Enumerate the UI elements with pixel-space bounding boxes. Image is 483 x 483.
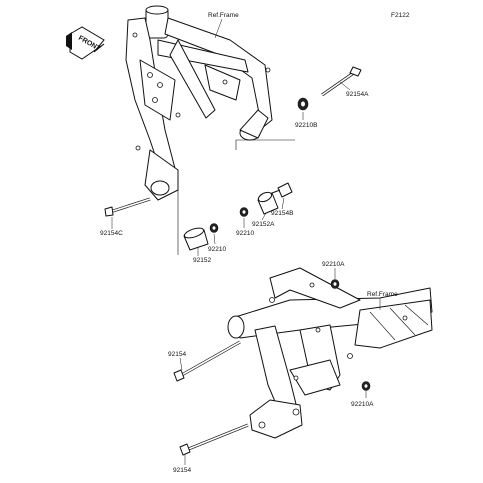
frame-hole — [293, 375, 299, 381]
label-92210b: 92210B — [295, 122, 317, 129]
frame-hole — [292, 408, 300, 416]
label-92154b: 92154B — [271, 210, 293, 217]
leader-line — [339, 81, 351, 91]
ref-frame-label-lower: Ref.Frame — [367, 291, 398, 298]
gusset-plate-right — [204, 64, 241, 101]
label-92210-b: 92210 — [208, 246, 226, 253]
bolt-92154c — [104, 197, 151, 217]
collar-92210a-top — [330, 279, 340, 289]
label-92152: 92152 — [193, 257, 211, 264]
frame-hole — [157, 82, 163, 88]
diagram-code: F2122 — [391, 12, 410, 19]
frame-hole — [269, 297, 275, 303]
frame-hole — [402, 315, 408, 321]
frame-hole — [222, 79, 228, 85]
label-92210a-top: 92210A — [322, 261, 345, 268]
upper-frame-assembly — [125, 5, 273, 201]
spacer-92152 — [183, 227, 209, 251]
leader-line — [261, 212, 267, 221]
collar-92210b — [297, 97, 309, 111]
label-92154-lower: 92154 — [173, 467, 191, 474]
frame-hole — [147, 72, 153, 78]
lower-mount-plate — [249, 399, 303, 439]
lower-frame-assembly — [227, 267, 433, 439]
label-92210-a: 92210 — [236, 230, 254, 237]
bolt-92154-lower — [179, 423, 249, 456]
label-92152a: 92152A — [252, 221, 275, 228]
front-arrow-icon: FRONT — [66, 26, 105, 60]
rail-end-cap — [227, 315, 245, 339]
spacer-92152a — [257, 191, 279, 215]
frame-hole — [175, 112, 181, 118]
frame-hole — [265, 67, 271, 73]
frame-hole — [135, 145, 141, 151]
mid-spar — [169, 39, 216, 119]
lower-mount-boss — [150, 180, 170, 196]
lattice-bracing — [369, 304, 429, 341]
right-mount-bracket — [239, 109, 269, 139]
ref-frame-label-upper: Ref.Frame — [208, 12, 239, 19]
middle-bracket — [289, 359, 341, 396]
label-92154-upper: 92154 — [168, 351, 186, 358]
label-92154a: 92154A — [346, 91, 369, 98]
label-92154c: 92154C — [100, 230, 123, 237]
bolt-92154b — [271, 182, 293, 198]
collar-92210a-bottom — [361, 381, 371, 391]
frame-hole — [132, 32, 138, 38]
frame-hole — [315, 327, 321, 333]
frame-hole — [347, 353, 353, 359]
frame-hole — [258, 421, 266, 429]
label-92210a-bottom: 92210A — [351, 401, 374, 408]
collar-92210-a — [239, 207, 249, 217]
upper-cradle — [269, 267, 361, 309]
reference-line — [235, 139, 295, 150]
frame-hole — [309, 282, 315, 288]
leader-line — [214, 18, 223, 39]
collar-92210-b — [209, 223, 219, 233]
head-tube-top — [145, 5, 169, 15]
bolt-92154-upper — [173, 340, 241, 382]
leader-line — [213, 233, 216, 245]
leader-line — [179, 357, 183, 371]
leader-line — [281, 197, 285, 210]
bolt-92154a — [321, 66, 362, 97]
frame-hole — [152, 97, 158, 103]
